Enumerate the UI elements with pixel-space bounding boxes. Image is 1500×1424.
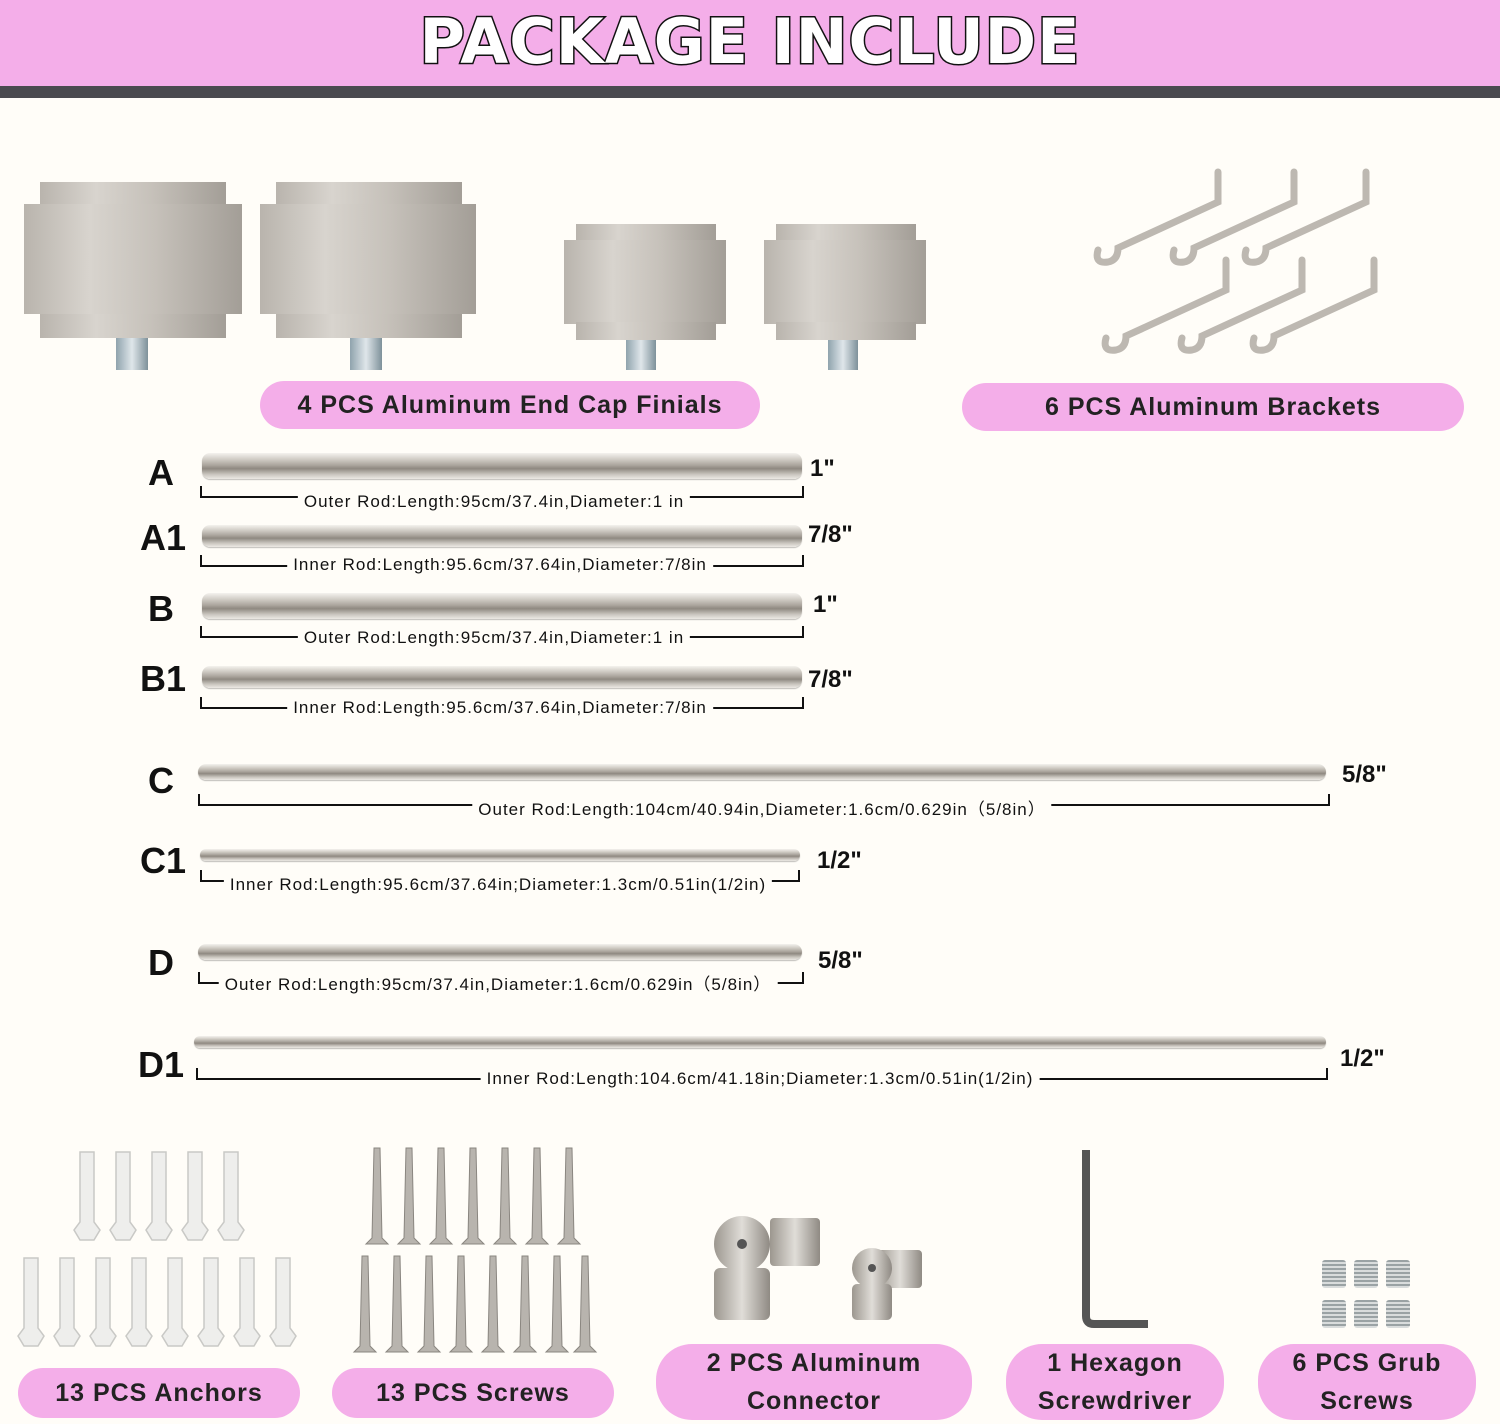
banner-stripe [0,86,1500,98]
brackets-image [1093,168,1378,354]
grub-screw-row-top [1322,1260,1410,1288]
rod-letter-c1: C1 [139,840,187,881]
rod-size-a1: 7/8" [808,521,853,548]
anchors-label: 13 PCS Anchors [55,1378,263,1407]
rod-label-b1: Inner Rod:Length:95.6cm/37.64in,Diameter… [287,698,713,718]
rod-size-d: 5/8" [818,947,863,974]
rod-letter-b1: B1 [139,658,187,699]
rod-label-c: Outer Rod:Length:104cm/40.94in,Diameter:… [472,795,1052,820]
hexagon-label-pill: 1 Hexagon Screwdriver [1006,1344,1224,1420]
rod-b [202,593,802,619]
brackets-label: 6 PCS Aluminum Brackets [1044,392,1382,421]
banner [0,0,1500,86]
rod-size-a: 1" [810,455,835,482]
bracket-row-top [1093,168,1370,266]
rod-a [202,453,802,479]
rod-letter-c: C [148,760,174,801]
rod-label-a: Outer Rod:Length:95cm/37.4in,Diameter:1 … [297,492,691,512]
connector-label-line-1: 2 PCS Aluminum [706,1349,922,1377]
rod-size-b: 1" [813,591,838,618]
anchor-row-bottom [17,1257,297,1347]
grub-screws-label-line-2: Screws [1320,1387,1414,1415]
anchors-label-pill: 13 PCS Anchors [18,1368,300,1418]
rod-label-d1: Inner Rod:Length:104.6cm/41.18in;Diamete… [480,1069,1040,1089]
connector-small [852,1248,922,1320]
finial-small-1 [564,224,726,370]
rod-letter-a1: A1 [139,517,187,558]
grub-screws-label-line-1: 6 PCS Grub [1292,1349,1442,1377]
rod-b1 [202,666,802,688]
finials-label: 4 PCS Aluminum End Cap Finials [297,390,723,419]
hexagon-screwdriver-image [1082,1150,1148,1328]
rod-letter-d: D [148,942,174,983]
end-cap-finials-image [24,182,926,370]
banner-title: PACKAGE INCLUDE [418,4,1081,80]
finial-large-1 [24,182,242,370]
hex-key-shape [1082,1150,1148,1328]
screws-image [352,1147,598,1353]
screws-label-pill: 13 PCS Screws [332,1368,614,1418]
rod-label-d: Outer Rod:Length:95cm/37.4in,Diameter:1.… [218,970,778,995]
anchors-image [17,1151,297,1347]
screw-row-bottom [352,1255,598,1353]
rod-size-b1: 7/8" [808,666,853,693]
rod-letter-d1: D1 [137,1044,185,1085]
rod-size-c: 5/8" [1342,761,1387,788]
rod-letter-b: B [148,588,174,629]
screw-row-top [364,1147,582,1245]
grub-screws-image [1322,1260,1410,1328]
rod-c [198,764,1326,780]
finial-large-2 [260,182,476,370]
screws-label: 13 PCS Screws [376,1378,570,1407]
anchor-row-top [73,1151,245,1241]
rod-d1 [194,1036,1326,1048]
connector-large [714,1216,820,1320]
brackets-label-pill: 6 PCS Aluminum Brackets [962,383,1464,431]
rod-size-d1: 1/2" [1340,1045,1385,1072]
grub-screws-label-pill: 6 PCS Grub Screws [1258,1344,1476,1420]
hexagon-label-line-1: 1 Hexagon [1047,1349,1183,1377]
bracket-row-bottom [1101,256,1378,354]
rod-a1 [202,525,802,547]
rod-size-c1: 1/2" [817,847,862,874]
rod-label-c1: Inner Rod:Length:95.6cm/37.64in;Diameter… [223,875,773,895]
rod-label-b: Outer Rod:Length:95cm/37.4in,Diameter:1 … [297,628,691,648]
rod-c1 [200,849,800,861]
connector-label-line-2: Connector [747,1387,881,1415]
hexagon-label-line-2: Screwdriver [1037,1387,1193,1415]
finial-small-2 [764,224,926,370]
rod-letter-a: A [148,452,174,493]
finials-label-pill: 4 PCS Aluminum End Cap Finials [260,381,760,429]
connector-label-pill: 2 PCS Aluminum Connector [656,1344,972,1420]
rod-label-a1: Inner Rod:Length:95.6cm/37.64in,Diameter… [287,555,713,575]
connectors-image [714,1216,922,1320]
grub-screw-row-bottom [1322,1300,1410,1328]
rod-d [198,944,802,960]
